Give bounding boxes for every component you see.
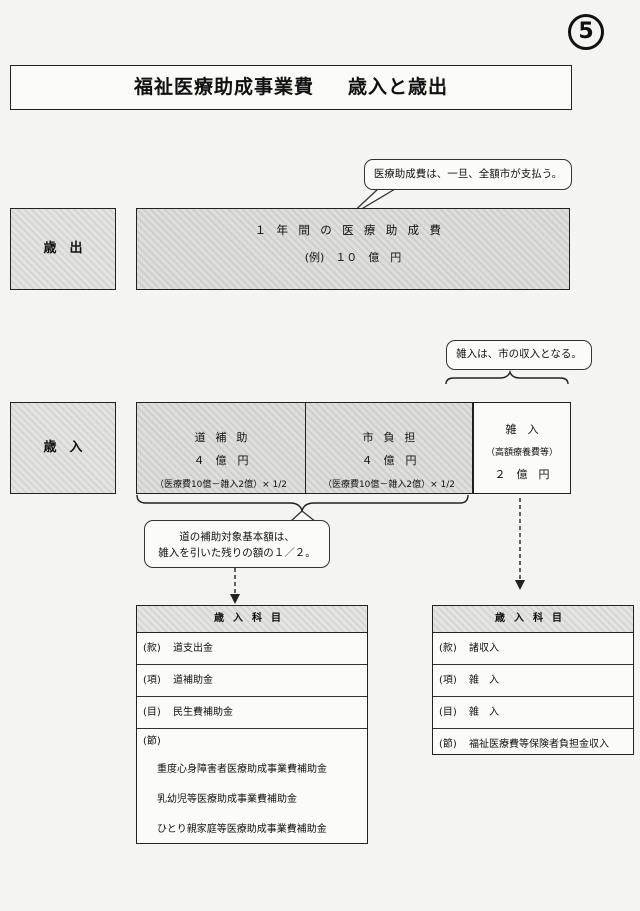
row-label: (項) <box>143 675 161 686</box>
prefecture-subsidy-formula: （医療費10億－雑入2億）× 1/2 <box>154 480 288 490</box>
callout-subsidy-line2: 雑入を引いた残りの額の１／２。 <box>158 547 316 559</box>
right-arrow-head-icon <box>515 580 525 590</box>
row-label: (款) <box>439 643 457 654</box>
table-row: (項) 道補助金 <box>137 665 367 697</box>
page-number-badge: 5 <box>568 14 604 50</box>
expenditure-example: (例) １０ 億 円 <box>304 251 402 264</box>
prefecture-subsidy-title: 道補助 <box>194 431 258 444</box>
misc-income-amount: ２ 億 円 <box>494 468 550 481</box>
left-revenue-item-table: 歳入科目 (款) 道支出金 (項) 道補助金 (目) 民生費補助金 (節) 重度心身障… <box>136 605 368 844</box>
section-label: (節) <box>143 736 161 747</box>
list-item: ひとり親家庭等医療助成事業費補助金 <box>157 824 327 835</box>
table-row: (目) 雑 入 <box>433 697 633 729</box>
right-table-header: 歳入科目 <box>433 606 633 633</box>
list-item: 重度心身障害者医療助成事業費補助金 <box>157 764 327 775</box>
city-burden-formula: （医療費10億－雑入2億）× 1/2 <box>322 480 456 490</box>
row-label: (目) <box>143 707 161 718</box>
misc-income-sub: （高額療養費等） <box>485 448 558 458</box>
revenue-label: 歳 入 <box>10 402 116 494</box>
table-row: (項) 雑 入 <box>433 665 633 697</box>
row-label: (款) <box>143 643 161 654</box>
table-row: (款) 諸収入 <box>433 633 633 665</box>
page-title: 福祉医療助成事業費 歳入と歳出 <box>10 65 572 110</box>
subsidy-brace <box>136 494 469 512</box>
row-value: 福祉医療費等保険者負担金収入 <box>469 739 609 750</box>
row-value: 諸収入 <box>469 643 499 654</box>
row-value: 雑 入 <box>469 675 499 686</box>
page-title-sub: 歳入と歳出 <box>348 76 449 98</box>
misc-income-brace <box>445 369 569 385</box>
row-value: 雑 入 <box>469 707 499 718</box>
callout-expense: 医療助成費は、一旦、全額市が支払う。 <box>364 159 572 190</box>
prefecture-subsidy-amount: ４ 億 円 <box>193 454 249 467</box>
city-burden-box: 市負担 ４ 億 円 （医療費10億－雑入2億）× 1/2 <box>305 402 473 494</box>
row-value: 道支出金 <box>173 643 213 654</box>
list-item: 乳幼児等医療助成事業費補助金 <box>157 794 297 805</box>
page-title-main: 福祉医療助成事業費 <box>133 76 314 98</box>
expenditure-title: １年間の医療助成費 <box>254 223 452 237</box>
callout-subsidy-pointer <box>289 510 317 523</box>
table-row: (款) 道支出金 <box>137 633 367 665</box>
row-value: 道補助金 <box>173 675 213 686</box>
row-value: 民生費補助金 <box>173 707 233 718</box>
row-label: (項) <box>439 675 457 686</box>
expenditure-box: １年間の医療助成費 (例) １０ 億 円 <box>136 208 570 290</box>
left-table-header: 歳入科目 <box>137 606 367 633</box>
prefecture-subsidy-box: 道補助 ４ 億 円 （医療費10億－雑入2億）× 1/2 <box>136 402 306 494</box>
expenditure-label: 歳 出 <box>10 208 116 290</box>
left-arrow-head-icon <box>230 594 240 604</box>
row-label: (目) <box>439 707 457 718</box>
row-label: (節) <box>439 739 457 750</box>
callout-misc-income: 雑入は、市の収入となる。 <box>446 340 592 370</box>
misc-income-box: 雑 入 （高額療養費等） ２ 億 円 <box>473 402 571 494</box>
callout-subsidy-line1: 道の補助対象基本額は、 <box>179 531 295 543</box>
city-burden-amount: ４ 億 円 <box>361 454 417 467</box>
callout-subsidy: 道の補助対象基本額は、 雑入を引いた残りの額の１／２。 <box>144 520 330 568</box>
city-burden-title: 市負担 <box>362 431 426 444</box>
section-block: (節) 重度心身障害者医療助成事業費補助金 乳幼児等医療助成事業費補助金 ひとり… <box>137 729 367 845</box>
table-row: (節) 福祉医療費等保険者負担金収入 <box>433 729 633 760</box>
misc-income-title: 雑 入 <box>505 423 539 436</box>
right-revenue-item-table: 歳入科目 (款) 諸収入 (項) 雑 入 (目) 雑 入 (節) 福祉医療費等保険者負担… <box>432 605 634 755</box>
table-row: (目) 民生費補助金 <box>137 697 367 729</box>
